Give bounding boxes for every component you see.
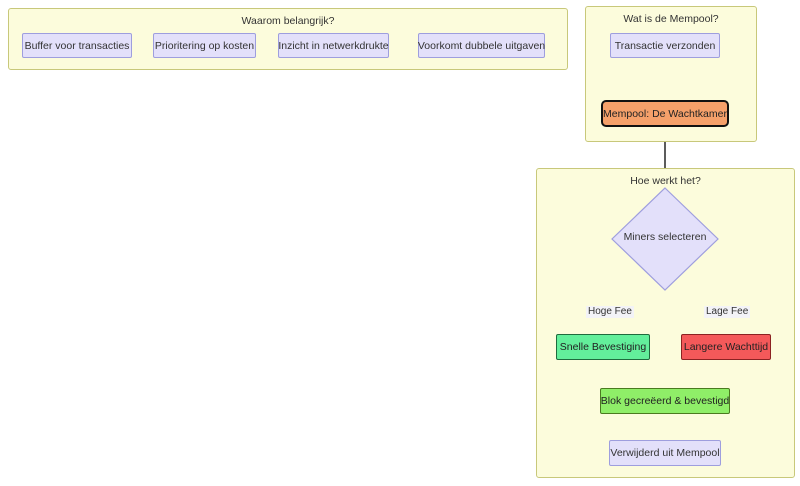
diamond-shape xyxy=(611,187,719,291)
node-transactie-verzonden[interactable]: Transactie verzonden xyxy=(610,33,720,58)
node-label: Langere Wachttijd xyxy=(683,341,769,353)
subgraph-title-wat: Wat is de Mempool? xyxy=(623,13,719,25)
node-label: Transactie verzonden xyxy=(614,39,716,52)
node-label: Snelle Bevestiging xyxy=(559,341,647,353)
node-label: Voorkomt dubbele uitgaven xyxy=(417,39,546,52)
subgraph-title-waarom: Waarom belangrijk? xyxy=(241,15,335,27)
node-label: Verwijderd uit Mempool xyxy=(610,447,720,459)
edge-label-text: Lage Fee xyxy=(706,306,749,317)
node-buffer-voor-transacties[interactable]: Buffer voor transacties xyxy=(22,33,132,58)
node-mempool-de-wachtkamer[interactable]: Mempool: De Wachtkamer xyxy=(601,100,729,127)
node-snelle-bevestiging[interactable]: Snelle Bevestiging xyxy=(556,334,650,360)
node-verwijderd-uit-mempool[interactable]: Verwijderd uit Mempool xyxy=(609,440,721,466)
edge-label-lage-fee: Lage Fee xyxy=(704,306,751,318)
node-langere-wachttijd[interactable]: Langere Wachttijd xyxy=(681,334,771,360)
edge-label-hoge-fee: Hoge Fee xyxy=(586,306,634,318)
node-blok-gecreeerd-bevestigd[interactable]: Blok gecreëerd & bevestigd xyxy=(600,388,730,414)
node-miners-selecteren[interactable]: Miners selecteren xyxy=(611,187,719,291)
node-label: Prioritering op kosten xyxy=(154,39,255,52)
edge-label-text: Hoge Fee xyxy=(588,306,632,317)
node-label: Inzicht in netwerkdrukte xyxy=(278,39,389,52)
node-voorkomt-dubbele-uitgaven[interactable]: Voorkomt dubbele uitgaven xyxy=(418,33,545,58)
node-label: Blok gecreëerd & bevestigd xyxy=(600,395,730,407)
node-label: Buffer voor transacties xyxy=(24,39,130,52)
node-label: Mempool: De Wachtkamer xyxy=(603,107,727,120)
subgraph-title-hoe: Hoe werkt het? xyxy=(630,175,701,187)
node-prioritering-op-kosten[interactable]: Prioritering op kosten xyxy=(153,33,256,58)
node-inzicht-in-netwerkdrukte[interactable]: Inzicht in netwerkdrukte xyxy=(278,33,389,58)
